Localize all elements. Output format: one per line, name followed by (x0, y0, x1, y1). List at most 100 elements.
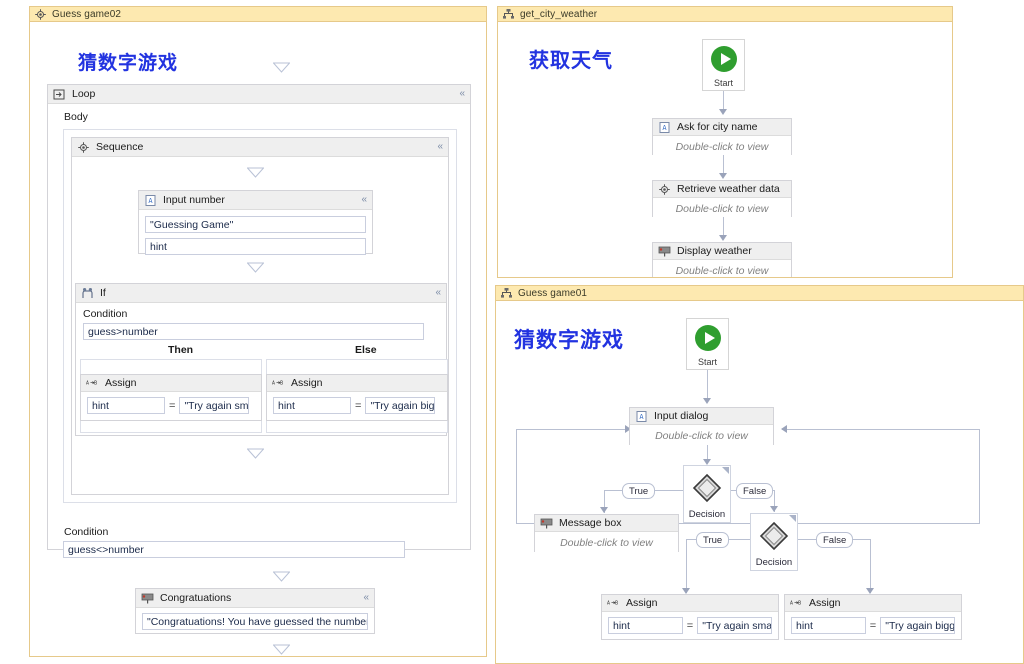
flow-node-ask-for-city-name[interactable]: A Ask for city name Double-click to view (652, 118, 792, 157)
start-icon (694, 324, 722, 355)
decision-dogear-icon (789, 515, 796, 529)
flow-node-display-label: Display weather (677, 245, 752, 257)
edge-d1-false-vertical (774, 490, 775, 512)
flow-node-message-box-label: Message box (559, 517, 622, 529)
assign-then-equals: = (169, 399, 176, 412)
diamond-icon (759, 521, 789, 554)
flow-node-message-box-header[interactable]: Message box (535, 515, 678, 532)
activity-sequence-header[interactable]: Sequence « (72, 138, 448, 157)
svg-text:A: A (790, 600, 793, 606)
flow-node-display-weather[interactable]: Display weather Double-click to view (652, 242, 792, 277)
flow-node-assign-left[interactable]: AB Assign hint = "Try again smaller! (601, 594, 779, 640)
activity-if-header[interactable]: If « (76, 284, 446, 303)
input-number-expander-icon[interactable]: « (361, 194, 367, 205)
message-box-icon (658, 245, 671, 258)
svg-text:A: A (272, 380, 275, 386)
decision-node-1[interactable]: Decision (683, 465, 731, 523)
assign-right-equals: = (869, 619, 877, 632)
panel-header-guess-game01[interactable]: Guess game01 (496, 286, 1023, 301)
activity-assign-else[interactable]: AB Assign hint = "Try again bigger!" (266, 374, 448, 421)
decision-node-2[interactable]: Decision (750, 513, 798, 571)
panel-header-guess-game02[interactable]: Guess game02 (30, 7, 486, 22)
assign-else-value[interactable]: "Try again bigger!" (365, 397, 436, 414)
flow-node-display-header[interactable]: Display weather (653, 243, 791, 260)
connector-ask-to-retrieve (723, 155, 724, 175)
congratuations-expander-icon[interactable]: « (363, 592, 369, 603)
loop-icon (53, 88, 66, 101)
assign-then-value[interactable]: "Try again smaller! (179, 397, 250, 414)
activity-if[interactable]: If « Condition guess>number Then Else (75, 283, 448, 436)
assign-left-value[interactable]: "Try again smaller! (697, 617, 772, 634)
collapse-triangle-after-loop[interactable] (273, 571, 290, 582)
flow-node-retrieve-weather-data[interactable]: Retrieve weather data Double-click to vi… (652, 180, 792, 219)
assign-then-to[interactable]: hint (87, 397, 165, 414)
loop-condition-field[interactable]: guess<>number (63, 541, 405, 558)
assign-else-to[interactable]: hint (273, 397, 351, 414)
panel-get-city-weather[interactable]: get_city_weather 获取天气 Start A Ask for ci… (497, 6, 953, 278)
activity-congratuations[interactable]: Congratuations « "Congratuations! You ha… (135, 588, 375, 634)
flow-node-retrieve-header[interactable]: Retrieve weather data (653, 181, 791, 198)
edge-d2-true-vertical (686, 539, 687, 593)
panel-guess-game01[interactable]: Guess game01 猜数字游戏 Start (495, 285, 1024, 664)
if-then-branch: AB Assign hint = "Try again smaller! (80, 359, 262, 433)
sequence-triangle-3[interactable] (247, 448, 264, 459)
flow-node-message-box[interactable]: Message box Double-click to view (534, 514, 679, 553)
assign-right-value[interactable]: "Try again bigger!" (880, 617, 955, 634)
activity-loop-header[interactable]: Loop « (48, 85, 470, 104)
sequence-expander-icon[interactable]: « (437, 141, 443, 152)
activity-input-number-header[interactable]: A Input number « (139, 191, 372, 210)
activity-sequence[interactable]: Sequence « A Input number (71, 137, 449, 495)
panel-title-get-city-weather: get_city_weather (520, 8, 598, 20)
flow-node-input-dialog[interactable]: A Input dialog Double-click to view (629, 407, 774, 446)
assign-right-to[interactable]: hint (791, 617, 866, 634)
svg-text:B: B (798, 600, 801, 606)
svg-text:B: B (615, 600, 618, 606)
flow-node-assign-right[interactable]: AB Assign hint = "Try again bigger!" (784, 594, 962, 640)
flowchart-icon (500, 287, 513, 300)
diamond-icon (692, 473, 722, 506)
decision-node-2-label: Decision (755, 557, 793, 568)
activity-input-number-body: "Guessing Game" hint (139, 210, 372, 261)
assign-left-to[interactable]: hint (608, 617, 683, 634)
flow-node-display-subtitle: Double-click to view (653, 260, 791, 277)
if-expander-icon[interactable]: « (435, 287, 441, 298)
edge-label-false-2: False (816, 532, 854, 548)
sequence-triangle-2[interactable] (247, 262, 264, 273)
activity-input-number[interactable]: A Input number « "Guessing Game" hint (138, 190, 373, 255)
loop-expander-icon[interactable]: « (459, 88, 465, 99)
assign-left-equals: = (686, 619, 694, 632)
congratuations-message-field[interactable]: "Congratuations! You have guessed the nu… (142, 613, 368, 630)
activity-sequence-label: Sequence (96, 141, 144, 153)
activity-congratuations-label: Congratuations (160, 592, 232, 604)
activity-congratuations-header[interactable]: Congratuations « (136, 589, 374, 608)
flow-node-ask-header[interactable]: A Ask for city name (653, 119, 791, 136)
flow-node-input-dialog-subtitle: Double-click to view (630, 425, 773, 446)
flowchart-icon (502, 8, 515, 21)
sequence-triangle-1[interactable] (247, 167, 264, 178)
if-condition-field[interactable]: guess>number (83, 323, 424, 340)
start-node-weather[interactable]: Start (702, 39, 745, 91)
activity-assign-then[interactable]: AB Assign hint = "Try again smaller! (80, 374, 262, 421)
start-node-game01[interactable]: Start (686, 318, 729, 370)
panel-header-get-city-weather[interactable]: get_city_weather (498, 7, 952, 22)
input-number-field-hint[interactable]: hint (145, 238, 366, 255)
decision-dogear-icon (722, 467, 729, 481)
start-node-label: Start (697, 357, 717, 367)
edge-label-false-1: False (736, 483, 774, 499)
activity-loop[interactable]: Loop « Body Sequence « (47, 84, 471, 558)
collapse-triangle-top[interactable] (273, 62, 290, 73)
loop-body-label: Body (64, 111, 88, 123)
panel-title-guess-game02: Guess game02 (52, 8, 122, 20)
panel-guess-game02[interactable]: Guess game02 猜数字游戏 Loop « Body (29, 6, 487, 657)
assign-else-row: hint = "Try again bigger!" (267, 392, 447, 419)
collapse-triangle-bottom[interactable] (273, 644, 290, 655)
input-number-field-title[interactable]: "Guessing Game" (145, 216, 366, 233)
flow-node-input-dialog-header[interactable]: A Input dialog (630, 408, 773, 425)
